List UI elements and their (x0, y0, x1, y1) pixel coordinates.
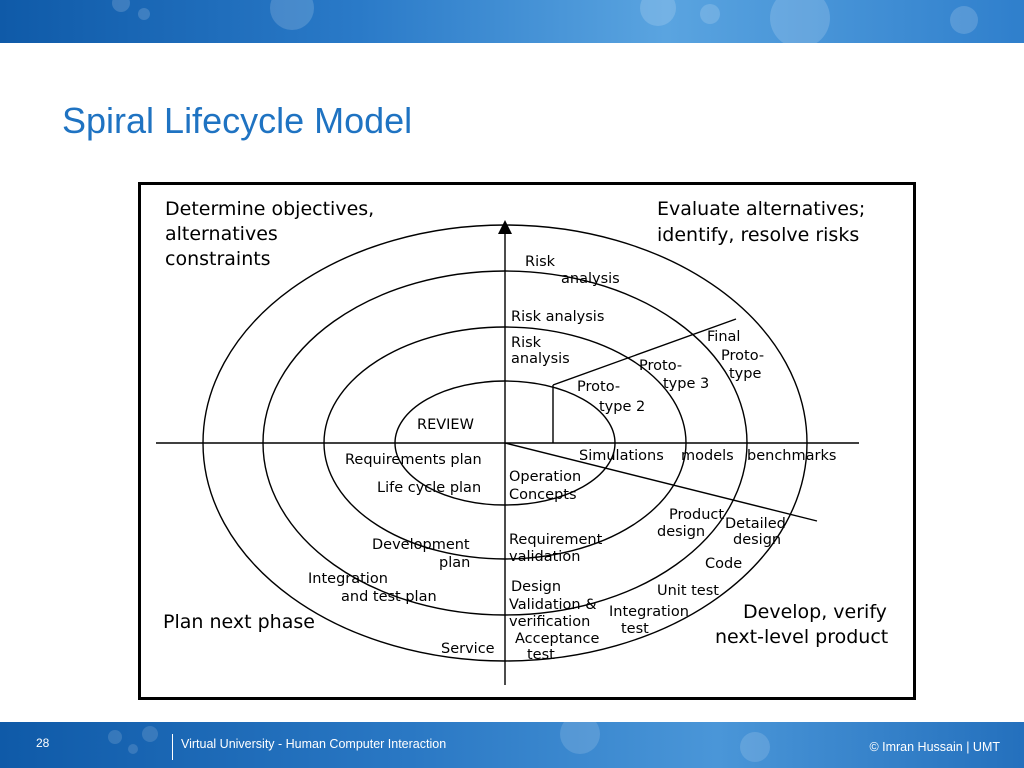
risk-analysis-outer-1: Risk (525, 254, 556, 270)
page-number: 28 (36, 736, 50, 750)
footer-copyright: © Imran Hussain | UMT (869, 740, 1000, 754)
risk-analysis-outer-2: analysis (561, 271, 620, 287)
spiral-loop-3 (262, 270, 748, 616)
quadrant-top-right-1: Evaluate alternatives; (657, 198, 865, 220)
footer-course-title: Virtual University - Human Computer Inte… (181, 737, 447, 751)
risk-analysis-inner-1: Risk (511, 335, 542, 351)
development-plan-1: Development (372, 537, 470, 553)
quadrant-top-right-2: identify, resolve risks (657, 224, 859, 246)
benchmarks-label: benchmarks (747, 448, 836, 464)
operation-concepts-2: Concepts (509, 487, 577, 503)
detailed-design-1: Detailed (725, 516, 786, 532)
design-validation-3: verification (509, 614, 590, 630)
slide-title: Spiral Lifecycle Model (62, 100, 413, 141)
quadrant-bottom-right-1: Develop, verify (743, 601, 887, 623)
product-design-1: Product (669, 507, 724, 523)
prototype-3-1: Proto- (639, 358, 682, 374)
models-label: models (681, 448, 734, 464)
integration-test-plan-2: and test plan (341, 589, 437, 605)
review-label: REVIEW (417, 417, 474, 433)
final-prototype-2: Proto- (721, 348, 764, 364)
operation-concepts-1: Operation (509, 469, 581, 485)
prototype-2-2: type 2 (599, 399, 645, 415)
quadrant-top-left-1: Determine objectives, (165, 198, 374, 220)
integration-test-plan-1: Integration (308, 571, 388, 587)
acceptance-test-1: Acceptance (515, 631, 599, 647)
development-line (504, 442, 818, 522)
development-plan-2: plan (439, 555, 470, 571)
unit-test-label: Unit test (657, 583, 719, 599)
life-cycle-plan-label: Life cycle plan (377, 480, 481, 496)
acceptance-test-2: test (527, 647, 555, 663)
requirements-plan-label: Requirements plan (345, 452, 482, 468)
requirement-validation-2: validation (509, 549, 580, 565)
spiral-diagram-svg: Determine objectives, alternatives const… (156, 198, 888, 685)
quadrant-top-left-2: alternatives (165, 223, 278, 245)
footer-divider (172, 734, 173, 760)
risk-analysis-inner-2: analysis (511, 351, 570, 367)
final-prototype-3: type (729, 366, 761, 382)
code-label: Code (705, 556, 742, 572)
detailed-design-2: design (733, 532, 781, 548)
prototype-2-1: Proto- (577, 379, 620, 395)
spiral-loop-4 (202, 224, 808, 662)
integration-test-1: Integration (609, 604, 689, 620)
quadrant-bottom-left-1: Plan next phase (163, 611, 315, 633)
design-validation-2: Validation & (509, 597, 597, 613)
risk-analysis-mid: Risk analysis (511, 309, 604, 325)
product-design-2: design (657, 524, 705, 540)
final-prototype-1: Final (707, 329, 740, 345)
prototype-3-2: type 3 (663, 376, 709, 392)
design-validation-1: Design (511, 579, 561, 595)
spiral-loop-2 (323, 326, 687, 560)
prototype-line (552, 318, 737, 386)
footer-band (0, 722, 1024, 768)
simulations-label: Simulations (579, 448, 664, 464)
integration-test-2: test (621, 621, 649, 637)
requirement-validation-1: Requirement (509, 532, 603, 548)
spiral-loop-1 (394, 380, 616, 506)
quadrant-top-left-3: constraints (165, 248, 271, 270)
header-band (0, 0, 1024, 43)
service-label: Service (441, 641, 495, 657)
spiral-diagram: Determine objectives, alternatives const… (138, 182, 916, 700)
quadrant-bottom-right-2: next-level product (715, 626, 888, 648)
